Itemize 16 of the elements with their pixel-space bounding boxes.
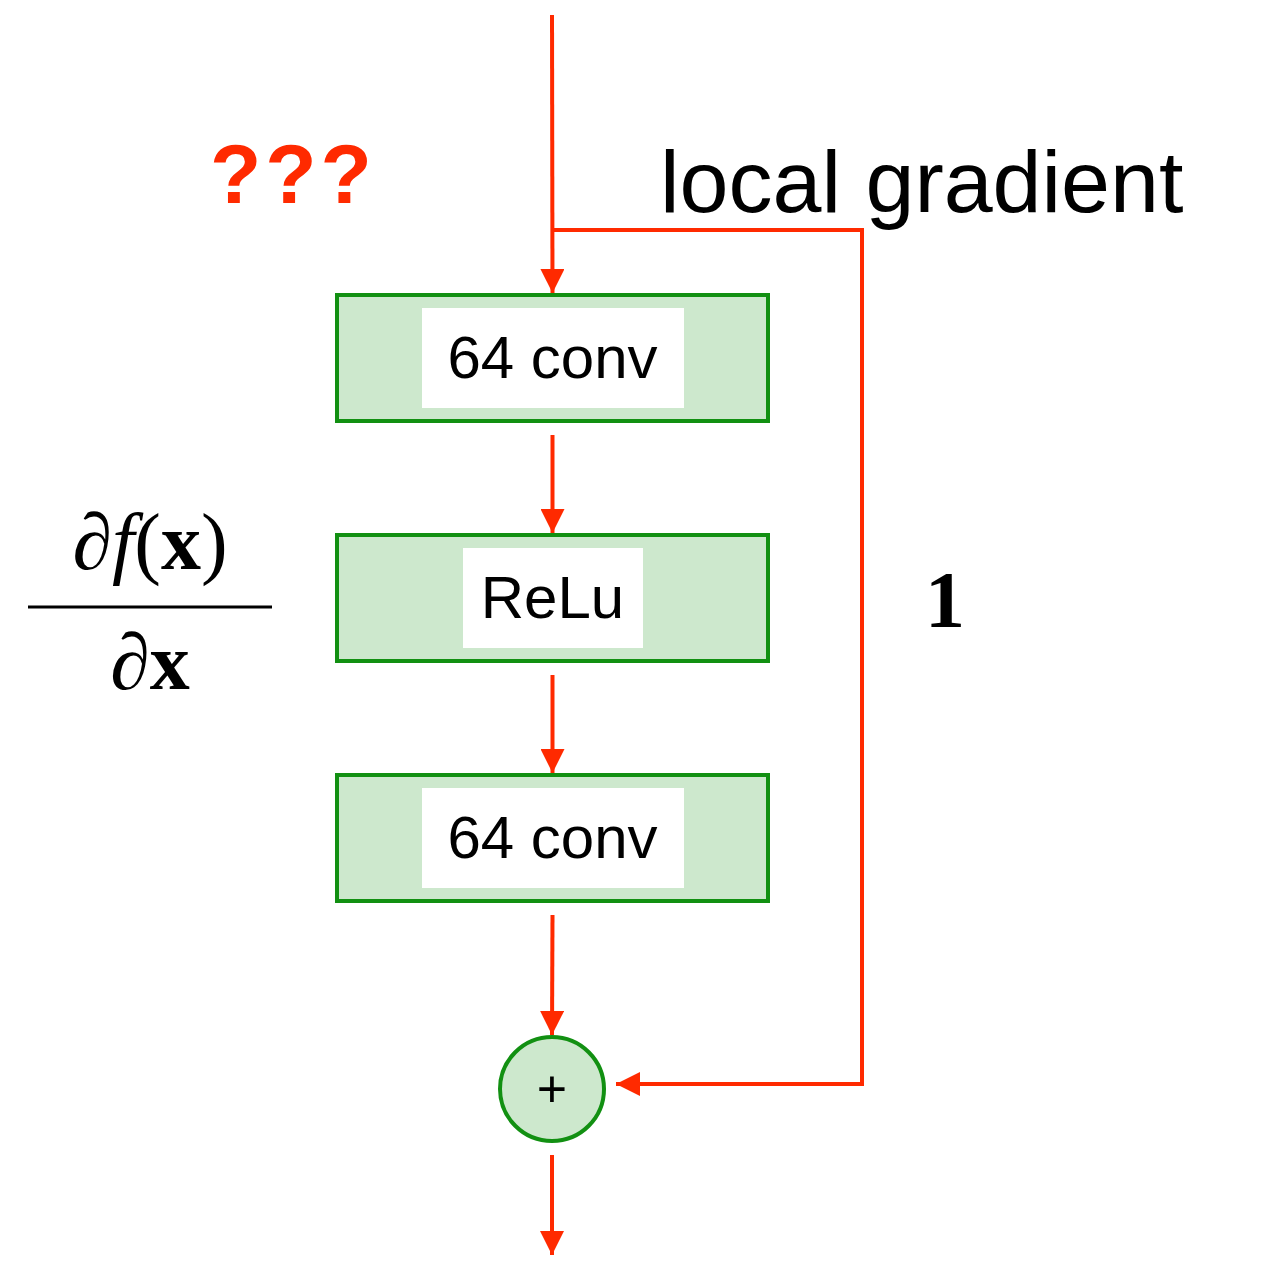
question-marks: ??? bbox=[210, 132, 376, 216]
layer-box bbox=[335, 533, 770, 663]
arrow bbox=[540, 915, 565, 1035]
layer-label: ReLu bbox=[462, 548, 643, 648]
arrow bbox=[540, 435, 565, 533]
edge-label: 1 bbox=[925, 560, 965, 640]
layer-box bbox=[335, 773, 770, 903]
fraction-denominator: ∂x bbox=[109, 622, 191, 702]
arrow bbox=[540, 15, 565, 293]
layer-label: 64 conv bbox=[421, 788, 684, 888]
arrow bbox=[552, 228, 864, 1096]
layer-label: 64 conv bbox=[421, 308, 684, 408]
layer-box bbox=[335, 293, 770, 423]
arrow bbox=[540, 675, 565, 773]
arrow bbox=[540, 1155, 564, 1255]
operator-symbol: + bbox=[536, 1063, 568, 1115]
